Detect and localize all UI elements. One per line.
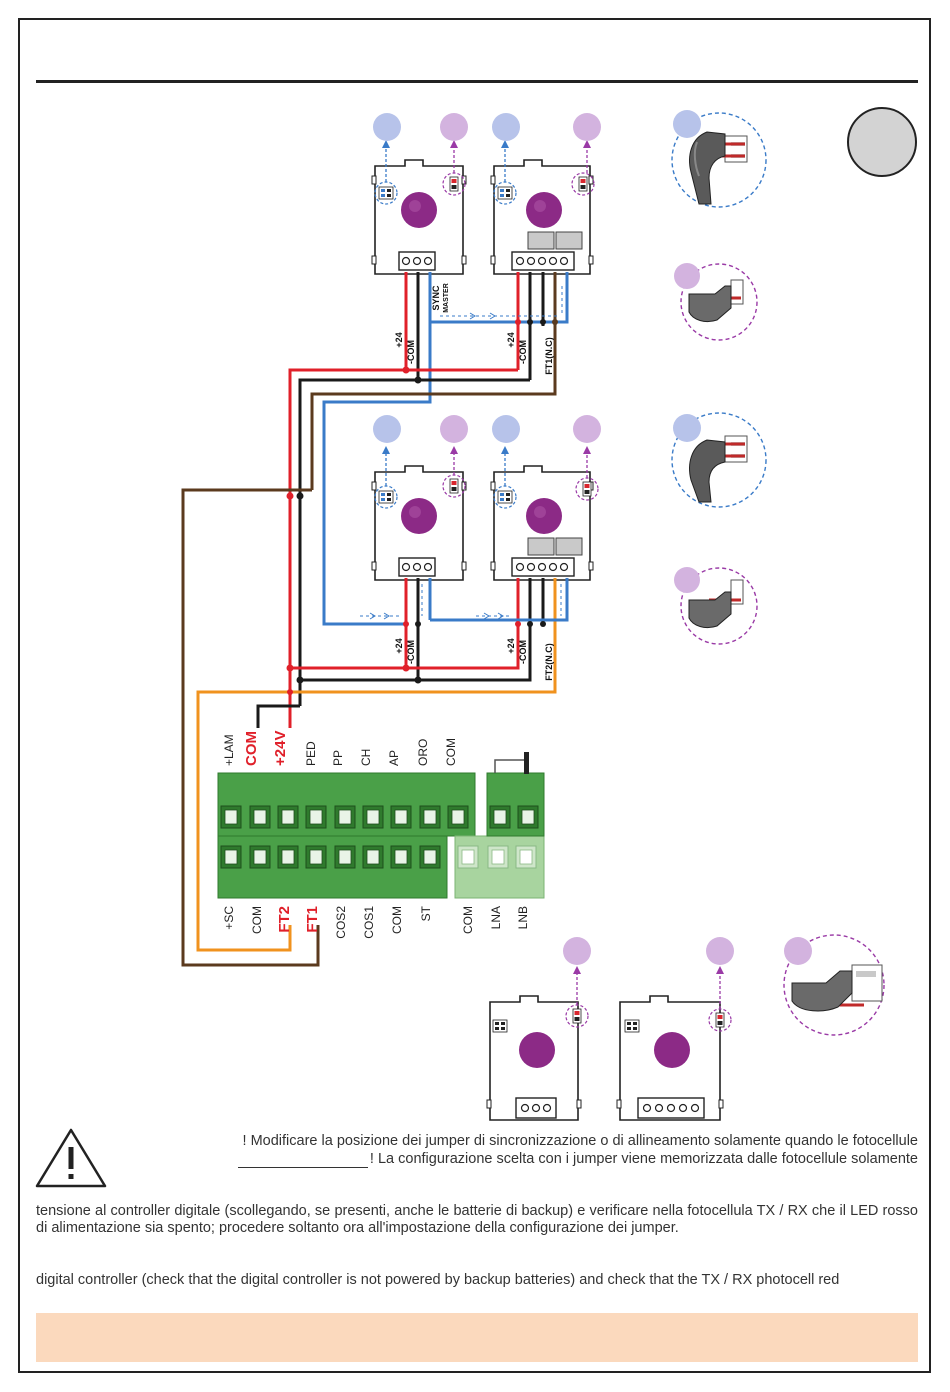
jumper-closeup-sync-2 [671,412,767,508]
terminal-label: +SC [222,906,236,930]
reference-markers-top [373,113,601,182]
terminal-label: CH [359,749,373,766]
terminal-labels-bottom: +SC COM FT2 FT1 COS2 COS1 COM ST COM LNA… [222,905,530,938]
wire-labels-top: +24 -COM SYNC MASTER +24 -COM FT1(N.C) [394,283,554,375]
label-master: MASTER [443,283,450,313]
jumper-closeup-align-2 [674,567,758,645]
terminal-label: ORO [416,739,430,766]
warning-text-line2-content: ! La configurazione scelta con i jumper … [369,1151,918,1167]
terminal-label: PED [304,741,318,766]
header-rule [36,80,918,83]
photocell-tx-bottom [486,995,589,1121]
terminal-label: COM [243,731,260,766]
terminal-label: LNA [489,906,503,929]
label-plus24: +24 [506,332,516,347]
label-plus24: +24 [394,332,404,347]
sync-arrows-top [440,286,563,320]
page-frame [18,18,931,1373]
terminal-label: PP [331,750,345,766]
paragraph-english: digital controller (check that the digit… [36,1272,840,1288]
terminal-labels-top: +LAM COM +24V PED PP CH AP ORO COM [222,731,458,766]
junctions-top [286,319,558,500]
jumper-closeup-align-3 [783,934,885,1036]
wire-ft1 [181,488,320,967]
label-ft1-nc: FT1(N.C) [544,337,554,375]
label-com: -COM [406,640,416,664]
label-plus24: +24 [506,638,516,653]
footer-band [36,1313,918,1362]
jumper-closeup-align-1 [674,263,758,341]
terminal-label: COM [390,906,404,934]
label-com: -COM [406,340,416,364]
terminal-label: COM [461,906,475,934]
terminal-label: COS1 [362,906,376,939]
label-com: -COM [518,640,528,664]
reference-markers-bottom [563,937,734,1009]
photocell-rx-bottom [616,995,732,1121]
terminal-label: ST [419,905,433,921]
junctions-middle [286,621,546,695]
terminal-label: FT1 [304,906,321,933]
terminal-label: COM [444,738,458,766]
underline-blank [237,1154,368,1168]
paragraph-italian: tensione al controller digitale (scolleg… [36,1203,918,1236]
terminal-label: +LAM [222,734,236,766]
terminal-label: LNB [516,906,530,929]
label-sync: SYNC [431,285,441,311]
terminal-label: COS2 [334,906,348,939]
warning-text-line2: ! La configurazione scelta con i jumper … [237,1151,918,1168]
jumper-closeup-sync-1 [671,110,767,208]
warning-triangle-icon [35,1128,107,1188]
terminal-label: FT2 [276,906,293,933]
label-com: -COM [518,340,528,364]
reference-markers-middle [373,415,601,486]
warning-text-line1: ! Modificare la posizione dei jumper di … [242,1133,918,1149]
wire-labels-middle: +24 -COM +24 -COM FT2(N.C) [394,638,554,680]
page-marker [847,107,917,177]
terminal-label: COM [250,906,264,934]
wire-com [256,704,300,728]
label-plus24: +24 [394,638,404,653]
terminal-block [217,752,545,899]
sync-arrows-middle [360,584,562,620]
terminal-label: AP [387,750,401,766]
terminal-label: +24V [272,731,289,766]
photocell-rx-top [490,159,594,275]
label-ft2-nc: FT2(N.C) [544,643,554,681]
